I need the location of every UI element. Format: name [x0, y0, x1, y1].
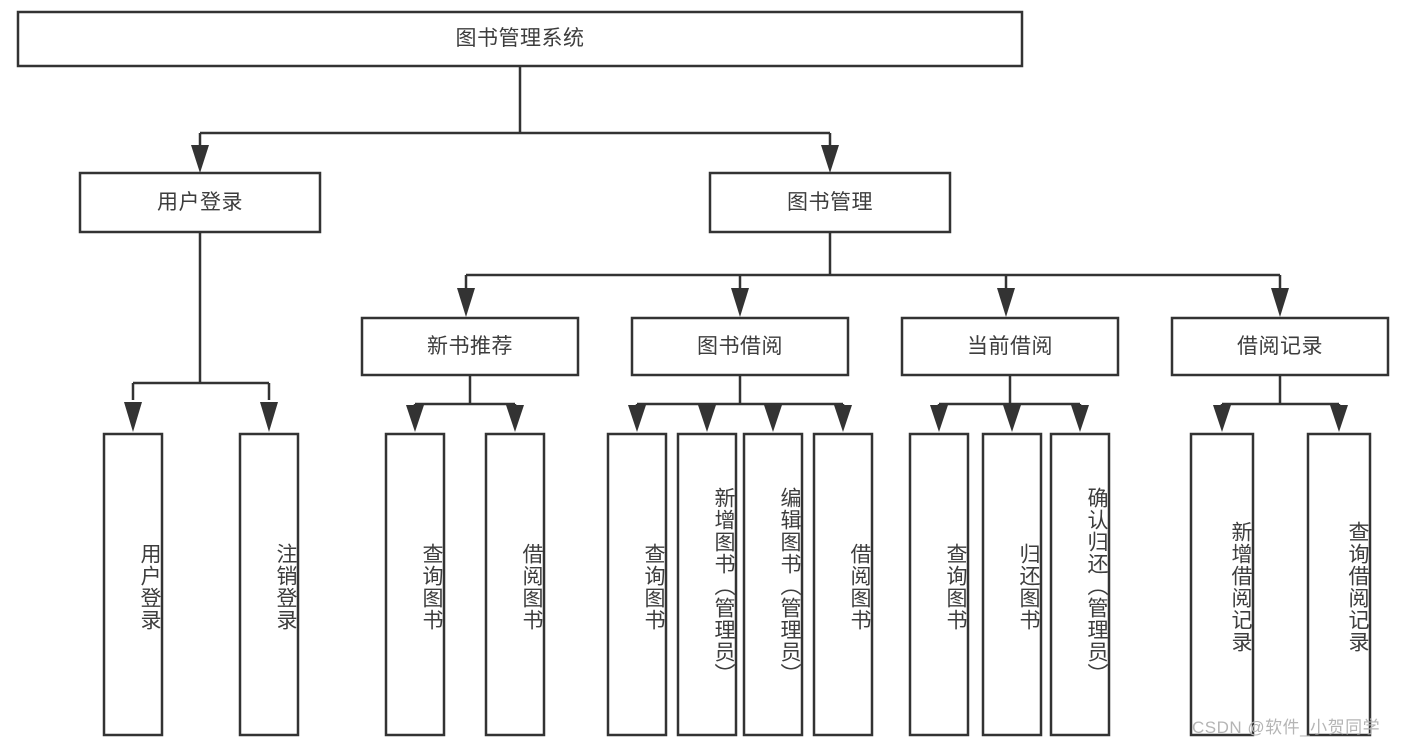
- node-box-leaf-add-borrow-record[interactable]: [1189, 432, 1255, 737]
- node-box-leaf-borrow-book-rec[interactable]: [484, 432, 546, 737]
- arrow-head-leaf-query-book-rec: [406, 405, 424, 432]
- node-box-book-management[interactable]: [708, 171, 952, 234]
- arrow-head-new-book-recommend: [457, 288, 475, 317]
- arrow-head-leaf-query-borrow-record: [1330, 405, 1348, 432]
- node-box-leaf-query-book-borrow[interactable]: [606, 432, 668, 737]
- arrow-head-leaf-query-book-current: [930, 405, 948, 432]
- arrow-head-leaf-edit-book-admin: [764, 405, 782, 432]
- arrow-head-leaf-borrow-book-rec: [506, 405, 524, 432]
- connector-group-borrow-record: [1213, 375, 1348, 432]
- node-box-current-borrow[interactable]: [900, 316, 1120, 377]
- arrow-head-leaf-return-book: [1003, 405, 1021, 432]
- arrow-head-userlogin: [191, 145, 209, 173]
- connector-group-userlogin: [124, 232, 278, 432]
- arrow-head-leaf-user-login: [124, 402, 142, 432]
- connector-group-root: [191, 66, 839, 173]
- node-box-title[interactable]: [16, 10, 1024, 68]
- node-box-leaf-confirm-return-admin[interactable]: [1049, 432, 1111, 737]
- node-box-leaf-logout-login[interactable]: [238, 432, 300, 737]
- arrow-head-leaf-add-book-admin: [698, 405, 716, 432]
- node-box-book-borrow[interactable]: [630, 316, 850, 377]
- connector-group-new-book-recommend: [406, 375, 524, 432]
- node-box-leaf-user-login[interactable]: [102, 432, 164, 737]
- node-box-leaf-query-book-current[interactable]: [908, 432, 970, 737]
- node-box-leaf-borrow-book[interactable]: [812, 432, 874, 737]
- arrow-head-leaf-confirm-return-admin: [1071, 405, 1089, 432]
- arrow-head-bookmgmt: [821, 145, 839, 173]
- node-box-borrow-record[interactable]: [1170, 316, 1390, 377]
- arrow-head-book-borrow: [731, 288, 749, 317]
- node-box-leaf-return-book[interactable]: [981, 432, 1043, 737]
- arrow-head-leaf-logout-login: [260, 402, 278, 432]
- node-box-leaf-add-book-admin[interactable]: [676, 432, 738, 737]
- node-box-new-book-recommend[interactable]: [360, 316, 580, 377]
- arrow-head-current-borrow: [997, 288, 1015, 317]
- arrow-head-borrow-record: [1271, 288, 1289, 317]
- arrow-head-leaf-query-book-borrow: [628, 405, 646, 432]
- csdn-watermark: CSDN @软件_小贺同学: [1192, 718, 1381, 737]
- arrow-head-leaf-borrow-book: [834, 405, 852, 432]
- node-box-user-login[interactable]: [78, 171, 322, 234]
- arrow-head-leaf-add-borrow-record: [1213, 405, 1231, 432]
- node-box-leaf-edit-book-admin[interactable]: [742, 432, 804, 737]
- node-box-leaf-query-borrow-record[interactable]: [1306, 432, 1372, 737]
- connector-group-current-borrow: [930, 375, 1089, 432]
- node-box-leaf-query-book-rec[interactable]: [384, 432, 446, 737]
- connector-group-book-borrow: [628, 375, 852, 432]
- connector-group-bookmgmt: [457, 232, 1289, 317]
